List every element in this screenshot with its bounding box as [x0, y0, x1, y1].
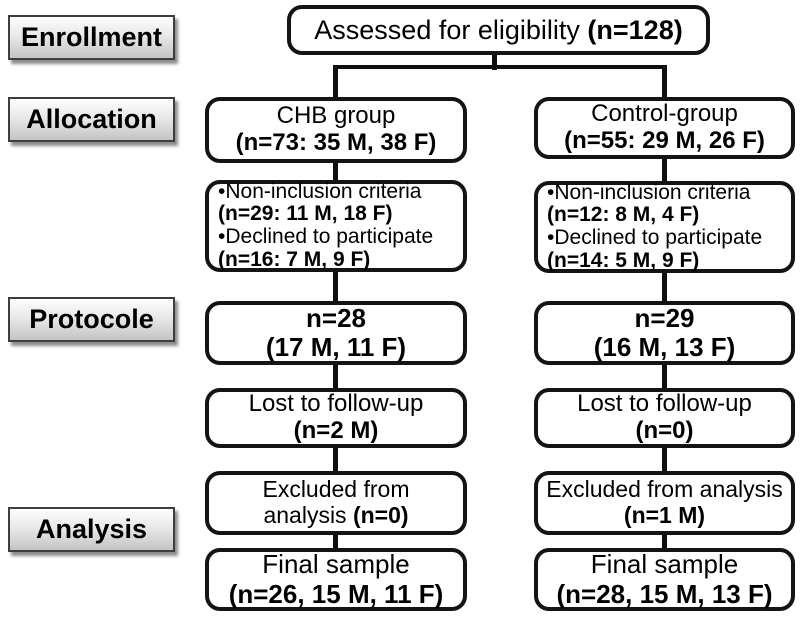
chb-final-box: Final sample (n=26, 15 M, 11 F) — [205, 548, 467, 611]
connector-left-4 — [333, 440, 338, 478]
control-excluded-n: (n=1 M) — [623, 502, 706, 528]
control-noninclusion-n: (n=12: 8 M, 4 F) — [547, 203, 700, 227]
control-noninclusion-label: •Non-inclusion criteria — [547, 180, 751, 204]
control-excluded-line2: (n=1 M) — [623, 502, 706, 529]
chb-lost-text: Lost to follow-up — [248, 390, 424, 418]
stage-label-allocation-text: Allocation — [26, 104, 157, 134]
stage-label-analysis: Analysis — [8, 507, 175, 552]
chb-excluded-n: (n=0) — [352, 502, 409, 528]
chb-noninclusion-label: •Non-inclusion criteria — [218, 179, 422, 203]
chb-protocol-box: n=28 (17 M, 11 F) — [205, 301, 467, 365]
chb-protocol-detail: (17 M, 11 F) — [265, 332, 407, 362]
control-lost-n: (n=0) — [635, 417, 694, 444]
chb-noninclusion-n: (n=29: 11 M, 18 F) — [218, 202, 393, 226]
control-lost-box: Lost to follow-up (n=0) — [534, 388, 795, 448]
chb-declined-n: (n=16: 7 M, 9 F) — [218, 247, 371, 271]
connector-right-4 — [662, 440, 667, 478]
control-group-name: Control-group — [591, 100, 738, 128]
control-excluded-box: Excluded from analysis (n=1 M) — [534, 471, 795, 535]
connector-branch-bar — [334, 65, 667, 69]
connector-left-5 — [333, 528, 338, 554]
chb-exclusion-box: •Non-inclusion criteria (n=29: 11 M, 18 … — [205, 180, 467, 272]
stage-label-allocation: Allocation — [8, 97, 175, 142]
control-protocol-box: n=29 (16 M, 13 F) — [534, 301, 795, 365]
stage-label-protocole-text: Protocole — [29, 304, 154, 334]
control-final-box: Final sample (n=28, 15 M, 13 F) — [534, 548, 795, 611]
chb-group-box: CHB group (n=73: 35 M, 38 F) — [205, 97, 467, 163]
connector-right-2 — [662, 264, 667, 308]
stage-label-enrollment: Enrollment — [8, 15, 175, 60]
connector-top-stub — [492, 46, 497, 70]
assessed-label: Assessed for eligibility — [314, 14, 588, 45]
connector-left-3 — [333, 358, 338, 394]
assessed-n: (n=128) — [587, 14, 683, 45]
chb-excluded-line2: analysis (n=0) — [263, 502, 409, 529]
connector-right-5 — [662, 528, 667, 554]
chb-lost-n: (n=2 M) — [293, 417, 379, 444]
assessed-eligibility-text: Assessed for eligibility (n=128) — [314, 15, 682, 45]
control-lost-text: Lost to follow-up — [577, 390, 752, 418]
chb-final-text: Final sample — [262, 549, 410, 580]
chb-final-n: (n=26, 15 M, 11 F) — [228, 578, 444, 609]
connector-right-1 — [662, 150, 667, 187]
control-group-box: Control-group (n=55: 29 M, 26 F) — [534, 97, 795, 159]
control-protocol-n: n=29 — [634, 302, 695, 333]
connector-branch-right — [662, 65, 667, 105]
connector-branch-left — [333, 65, 338, 105]
chb-declined-label: •Declined to participate — [218, 225, 434, 248]
chb-lost-box: Lost to follow-up (n=2 M) — [205, 388, 467, 448]
chb-group-n: (n=73: 35 M, 38 F) — [235, 129, 437, 156]
control-protocol-detail: (16 M, 13 F) — [593, 332, 736, 362]
chb-excluded-line2-text: analysis — [263, 502, 353, 528]
stage-label-protocole: Protocole — [8, 297, 175, 342]
control-excluded-line1: Excluded from analysis — [546, 476, 783, 503]
connector-left-1 — [333, 155, 338, 187]
control-final-text: Final sample — [590, 549, 739, 580]
chb-group-name: CHB group — [276, 102, 396, 130]
chb-protocol-n: n=28 — [306, 302, 366, 333]
control-group-n: (n=55: 29 M, 26 F) — [564, 127, 765, 154]
control-declined-label: •Declined to participate — [547, 226, 763, 249]
stage-label-analysis-text: Analysis — [35, 514, 148, 544]
chb-excluded-line1: Excluded from — [262, 476, 410, 503]
connector-left-2 — [333, 264, 338, 308]
connector-right-3 — [662, 358, 667, 394]
assessed-eligibility-box: Assessed for eligibility (n=128) — [287, 5, 710, 55]
control-declined-n: (n=14: 5 M, 9 F) — [547, 248, 700, 272]
control-final-n: (n=28, 15 M, 13 F) — [556, 578, 773, 609]
stage-label-enrollment-text: Enrollment — [20, 22, 162, 52]
control-exclusion-box: •Non-inclusion criteria (n=12: 8 M, 4 F)… — [534, 181, 795, 273]
chb-excluded-box: Excluded from analysis (n=0) — [205, 471, 467, 535]
